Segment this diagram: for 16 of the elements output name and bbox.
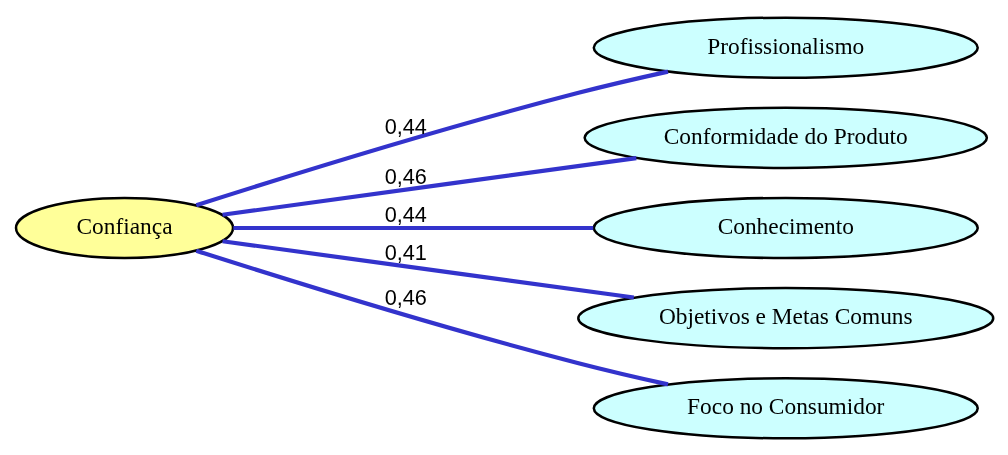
connector [221, 155, 637, 217]
edge-label: 0,41 [384, 239, 427, 265]
node-ellipse: Objetivos e Metas Comuns [576, 286, 994, 349]
connector [195, 248, 668, 386]
edge-label: 0,44 [384, 201, 427, 227]
node-ellipse: Conformidade do Produto [582, 106, 988, 169]
connector [195, 69, 668, 207]
connector [232, 225, 593, 230]
node-ellipse: Conhecimento [592, 196, 979, 259]
node-ellipse: Confiança [14, 196, 234, 259]
edge-label: 0,44 [384, 113, 427, 139]
node-ellipse: Profissionalismo [592, 15, 979, 79]
node-ellipse: Foco no Consumidor [592, 376, 979, 440]
edge-label: 0,46 [384, 284, 427, 310]
connector [221, 238, 634, 300]
edge-label: 0,46 [384, 163, 427, 189]
